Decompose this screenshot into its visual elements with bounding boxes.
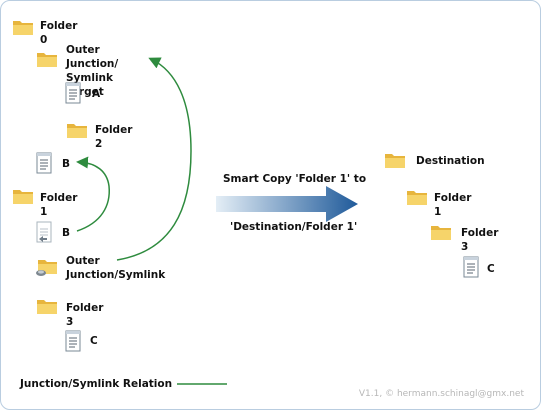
relation-outer-junction bbox=[116, 57, 192, 261]
document-icon bbox=[65, 82, 81, 104]
dest-root-label: Destination bbox=[416, 155, 485, 167]
folder-icon bbox=[385, 154, 405, 168]
folder-2-label: Folder 2 bbox=[95, 124, 133, 150]
folder-junction-icon bbox=[36, 260, 57, 276]
file-b-link-label: B bbox=[62, 227, 71, 239]
smart-copy-arrow bbox=[216, 186, 358, 222]
folder-icon bbox=[37, 300, 57, 314]
document-icon bbox=[36, 152, 52, 174]
version-footer: V1.1, © hermann.schinagl@gmx.net bbox=[358, 389, 524, 399]
file-c-label: C bbox=[90, 335, 98, 347]
folder-0-label: Folder 0 bbox=[40, 20, 78, 46]
file-b-label: B bbox=[62, 158, 71, 170]
folder-3-label: Folder 3 bbox=[66, 302, 104, 328]
relation-file-b bbox=[76, 156, 110, 232]
outer-link-label: Outer Junction/Symlink bbox=[66, 255, 166, 281]
folder-icon bbox=[13, 21, 33, 35]
folder-1-label: Folder 1 bbox=[40, 192, 78, 218]
operation-line-2: 'Destination/Folder 1' bbox=[230, 221, 358, 233]
dest-folder-3-label: Folder 3 bbox=[461, 227, 499, 253]
legend-label: Junction/Symlink Relation bbox=[20, 378, 173, 390]
operation-line-1: Smart Copy 'Folder 1' to bbox=[223, 173, 367, 185]
folder-icon bbox=[13, 190, 33, 204]
document-icon bbox=[463, 256, 479, 278]
folder-icon bbox=[431, 226, 451, 240]
file-a-label: A bbox=[92, 88, 101, 100]
folder-icon bbox=[407, 191, 427, 205]
folder-icon bbox=[37, 53, 57, 67]
document-icon bbox=[65, 330, 81, 352]
dest-folder-1-label: Folder 1 bbox=[434, 192, 472, 218]
dest-file-c-label: C bbox=[487, 263, 495, 275]
folder-icon bbox=[67, 124, 87, 138]
document-link-icon bbox=[36, 221, 52, 243]
